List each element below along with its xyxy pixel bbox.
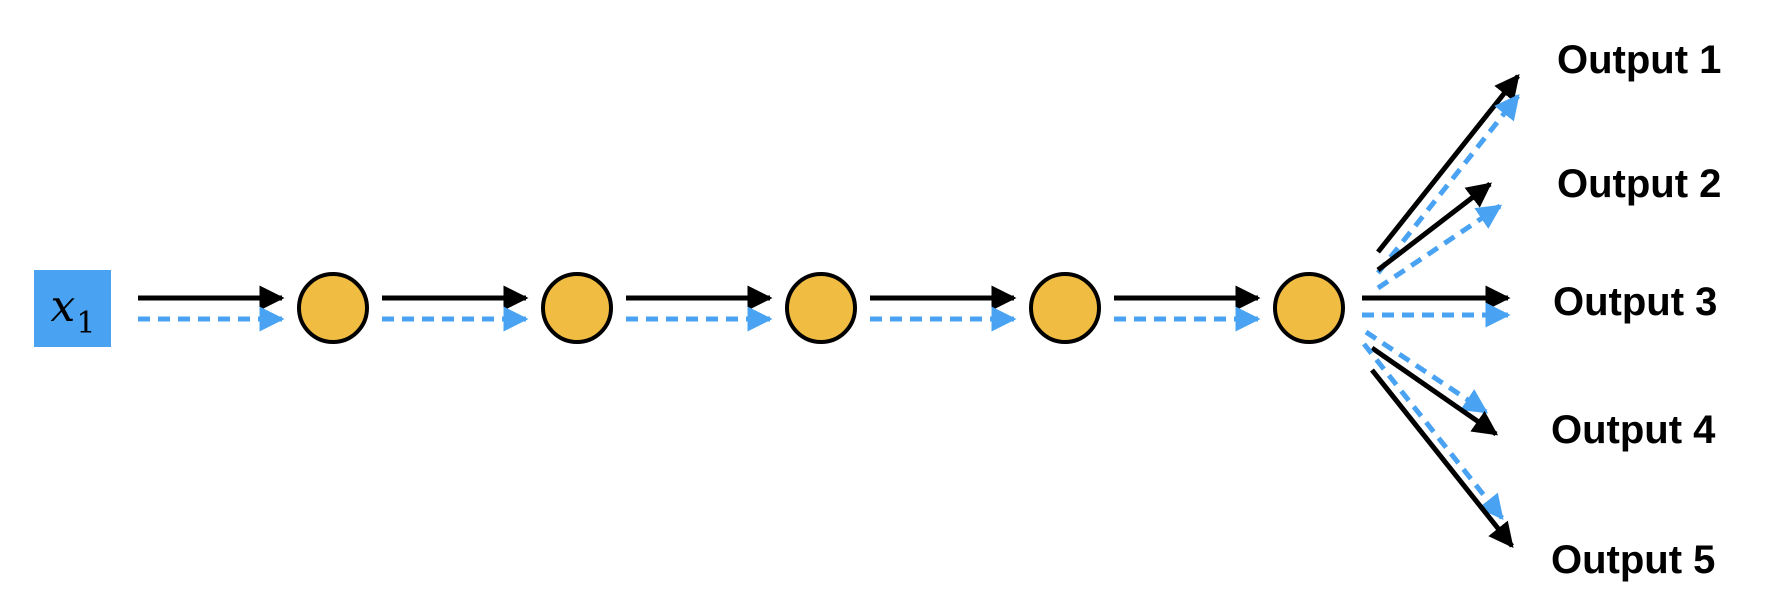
input-node: x1 [34,270,111,347]
node-3 [785,272,857,344]
node-5 [1273,272,1345,344]
arrow-dashed-output-5 [1362,342,1504,520]
arrow-dashed-output-2 [1376,203,1503,291]
node-2 [541,272,613,344]
output-label-5: Output 5 [1551,538,1716,582]
hidden-nodes [297,272,1345,344]
arrow-solid-output-4 [1370,345,1499,437]
arrow-solid-output-5 [1370,368,1514,548]
arrow-solid-output-1 [1376,74,1520,254]
input-subscript: 1 [76,305,96,341]
node-1 [297,272,369,344]
output-arrows [1362,74,1520,548]
output-label-4: Output 4 [1551,408,1716,452]
arrow-dashed-output-4 [1364,329,1489,415]
arrow-solid-output-2 [1376,182,1492,272]
input-symbol: x [50,280,76,332]
output-label-3: Output 3 [1553,280,1718,324]
forward-arrows [138,285,1261,332]
arrow-dashed-output-1 [1376,94,1520,275]
output-label-2: Output 2 [1557,162,1722,206]
node-4 [1029,272,1101,344]
output-label-1: Output 1 [1557,38,1722,82]
input-label: x1 [51,284,96,338]
